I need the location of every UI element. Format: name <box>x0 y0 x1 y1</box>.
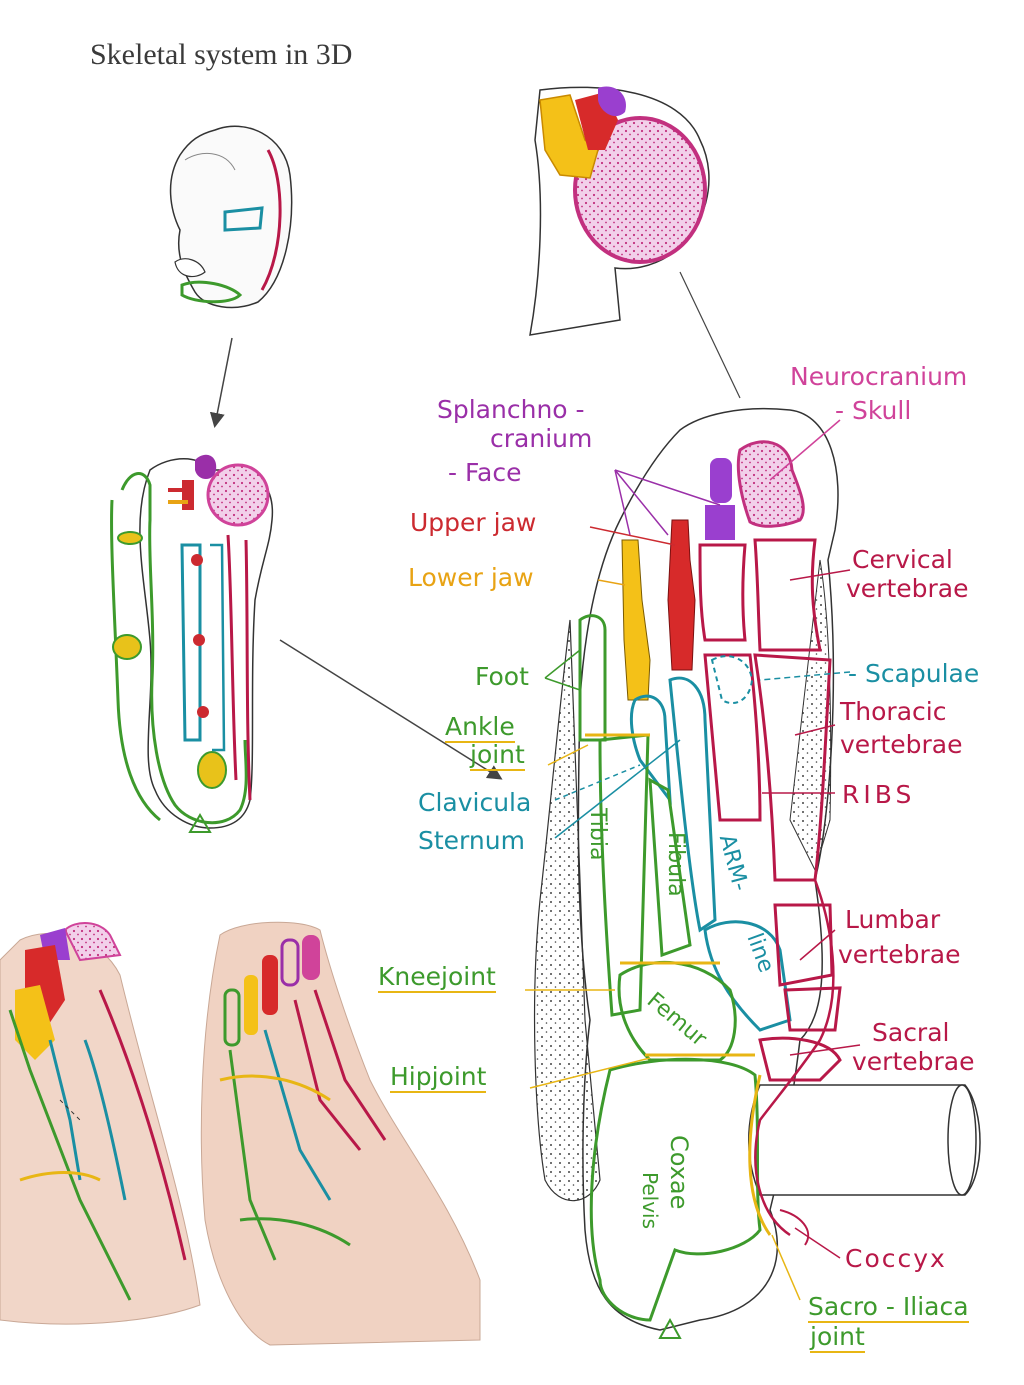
label-coccyx: Coccyx <box>845 1244 947 1273</box>
label-fibula: Fibula <box>663 832 688 897</box>
label-scapulae: - Scapulae <box>848 659 980 688</box>
label-ankle-joint: joint <box>470 740 525 771</box>
feet-photo <box>0 921 481 1346</box>
label-sacro-iliaca-joint: joint <box>810 1322 865 1353</box>
embryo-drawing <box>169 125 293 309</box>
label-sacral: Sacral <box>872 1018 950 1047</box>
label-sacral-vertebrae: vertebrae <box>852 1047 975 1076</box>
label-cranium: cranium <box>490 424 593 453</box>
label-lower-jaw: Lower jaw <box>408 563 534 592</box>
label-ribs: RIBS <box>842 780 916 809</box>
arrow-fetus-to-foot <box>279 639 503 780</box>
skull-inset <box>529 86 710 336</box>
label-sacro-iliaca: Sacro - Iliaca <box>808 1292 969 1323</box>
main-foot <box>525 407 981 1339</box>
label-thoracic: Thoracic <box>840 697 947 726</box>
label-face: - Face <box>448 458 522 487</box>
label-tibia: Tibia <box>585 808 610 861</box>
label-sternum: Sternum <box>418 826 525 855</box>
label-cervical: Cervical <box>852 545 953 574</box>
label-ankle: Ankle <box>445 712 515 743</box>
label-upper-jaw: Upper jaw <box>410 508 537 537</box>
label-thoracic-vertebrae: vertebrae <box>840 730 963 759</box>
arrow-embryo-to-fetus <box>209 337 233 428</box>
label-clavicula: Clavicula <box>418 788 532 817</box>
label-pelvis: Pelvis <box>638 1172 662 1230</box>
page-title: Skeletal system in 3D <box>90 38 353 71</box>
label-lumbar: Lumbar <box>845 905 941 934</box>
skull-connector <box>679 271 741 399</box>
label-hipjoint: Hipjoint <box>390 1062 487 1093</box>
label-foot: Foot <box>475 662 529 691</box>
label-skull: - Skull <box>835 396 912 425</box>
label-lumbar-vertebrae: vertebrae <box>838 940 961 969</box>
fetus-drawing <box>110 454 274 833</box>
label-splanchno: Splanchno - <box>437 395 585 424</box>
label-cervical-vertebrae: vertebrae <box>846 574 969 603</box>
label-neurocranium: Neurocranium <box>790 362 968 391</box>
label-coxae: Coxae <box>665 1135 693 1210</box>
label-kneejoint: Kneejoint <box>378 962 496 993</box>
